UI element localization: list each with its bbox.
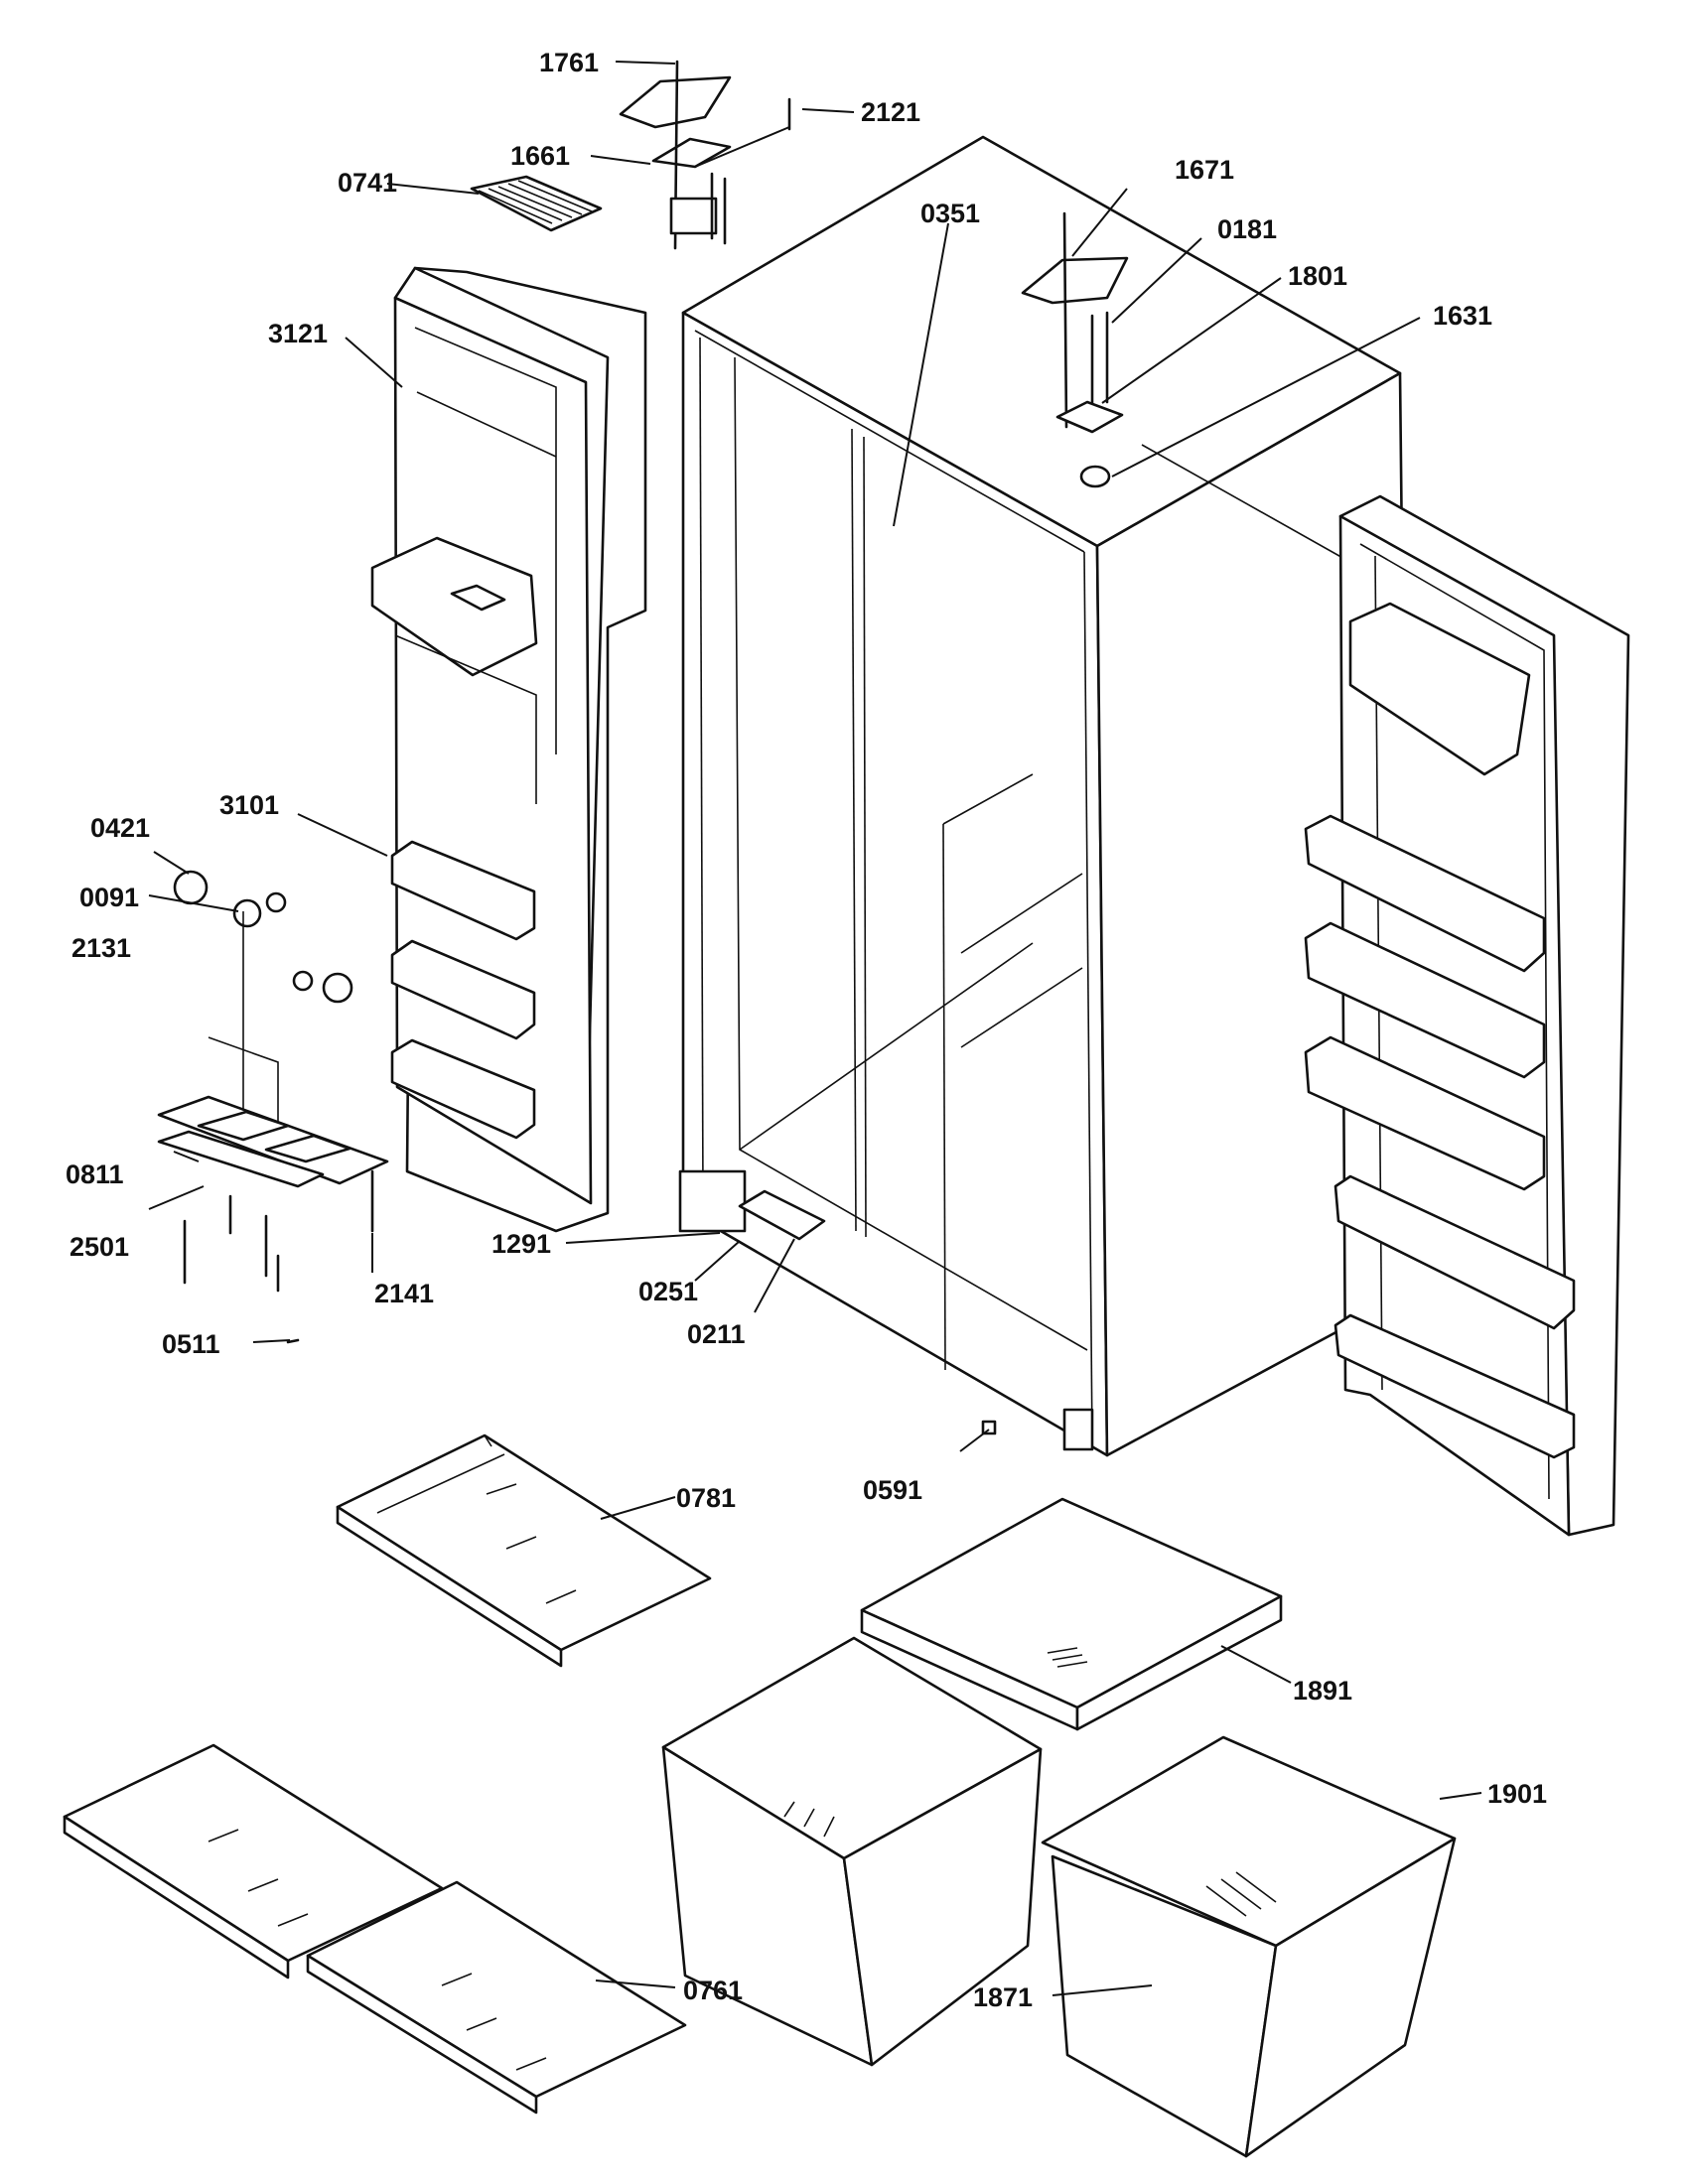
callout-2501: 2501 [70, 1232, 129, 1262]
callout-3121: 3121 [268, 319, 328, 348]
callout-0781: 0781 [676, 1483, 736, 1513]
callout-0741: 0741 [338, 168, 397, 198]
callout-0351: 0351 [920, 199, 980, 228]
callout-1291: 1291 [491, 1229, 551, 1259]
callout-1631: 1631 [1433, 301, 1492, 331]
callout-0811: 0811 [66, 1160, 124, 1189]
shelf-0761 [306, 1880, 687, 2115]
callout-0181: 0181 [1217, 214, 1277, 244]
leader-lines [148, 61, 1482, 1996]
shelf-0781 [336, 1433, 712, 1668]
top-hinge-right [1021, 211, 1129, 488]
callout-0091: 0091 [79, 883, 139, 912]
fresh-food-door [1304, 494, 1630, 1537]
callout-1761: 1761 [539, 48, 599, 77]
callout-2121: 2121 [861, 97, 920, 127]
cabinet [678, 135, 1412, 1457]
callout-0761: 0761 [683, 1976, 743, 2005]
crisper-cover-1891 [860, 1497, 1283, 1731]
callout-1801: 1801 [1288, 261, 1347, 291]
callout-1671: 1671 [1175, 155, 1234, 185]
light-assembly [157, 870, 389, 1344]
callout-0591: 0591 [863, 1475, 922, 1505]
callout-0211: 0211 [687, 1319, 746, 1349]
callout-0251: 0251 [638, 1277, 698, 1306]
callout-2141: 2141 [374, 1279, 434, 1308]
callout-1661: 1661 [510, 141, 570, 171]
callout-labels: 1761 2121 1661 0741 0351 1671 0181 1801 … [66, 48, 1547, 2012]
callout-3101: 3101 [219, 790, 279, 820]
callout-1871: 1871 [973, 1982, 1033, 2012]
freezer-door [370, 175, 647, 1233]
callout-1891: 1891 [1293, 1676, 1352, 1706]
top-hinge-left [619, 60, 791, 250]
crisper-drawer-left [661, 1636, 1043, 2067]
callout-1901: 1901 [1487, 1779, 1547, 1809]
callout-2131: 2131 [71, 933, 131, 963]
crisper-drawer-1871 [1041, 1735, 1457, 2158]
callout-0421: 0421 [90, 813, 150, 843]
callout-0511: 0511 [162, 1329, 220, 1359]
